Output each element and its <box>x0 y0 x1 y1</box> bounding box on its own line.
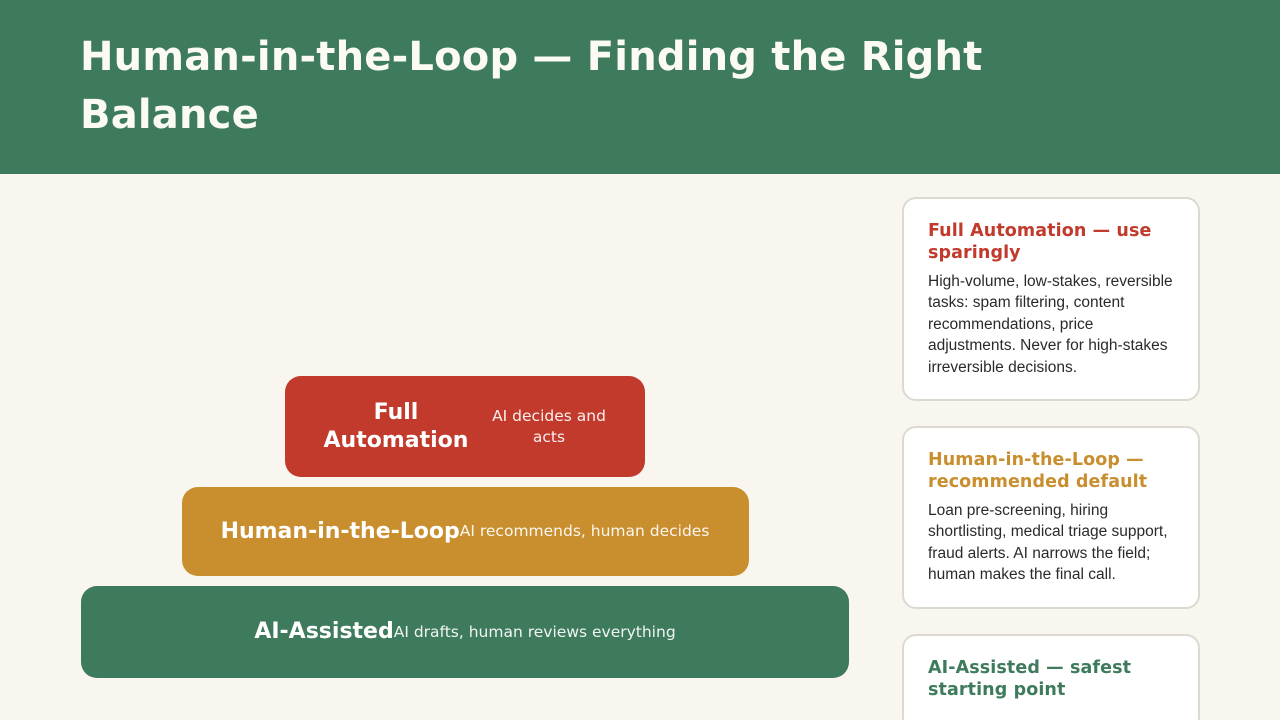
bar-desc-full-automation: AI decides and acts <box>492 407 606 446</box>
bar-label-full-automation: Full Automation <box>323 400 469 453</box>
card-human-in-the-loop: Human-in-the-Loop — recommended default … <box>902 425 1200 609</box>
bar-desc-ai-assisted: AI drafts, human reviews everything <box>393 622 676 641</box>
card-body-human-in-the-loop: Loan pre-screening, hiring shortlisting,… <box>928 502 1168 584</box>
card-title-human-in-the-loop: Human-in-the-Loop — recommended default <box>928 449 1148 493</box>
bar-label-human-in-the-loop: Human-in-the-Loop <box>220 518 460 544</box>
card-ai-assisted: AI-Assisted — safest starting point <box>902 633 1200 720</box>
bar-label-ai-assisted: AI-Assisted <box>254 619 394 645</box>
page-title: Human-in-the-Loop — Finding the Right Ba… <box>80 34 983 139</box>
card-title-full-automation: Full Automation — use sparingly <box>928 221 1152 264</box>
pyramid-bar-full-automation: Full Automation AI decides and acts <box>285 376 645 477</box>
notes-column: Full Automation — use sparingly High-vol… <box>902 197 1200 720</box>
card-body-full-automation: High-volume, low-stakes, reversible task… <box>928 273 1173 376</box>
card-full-automation: Full Automation — use sparingly High-vol… <box>902 197 1200 401</box>
bar-desc-human-in-the-loop: AI recommends, human decides <box>459 522 710 541</box>
header: Human-in-the-Loop — Finding the Right Ba… <box>0 0 1280 174</box>
pyramid-diagram: Full Automation AI decides and acts Huma… <box>81 376 849 688</box>
card-title-ai-assisted: AI-Assisted — safest starting point <box>928 657 1132 700</box>
